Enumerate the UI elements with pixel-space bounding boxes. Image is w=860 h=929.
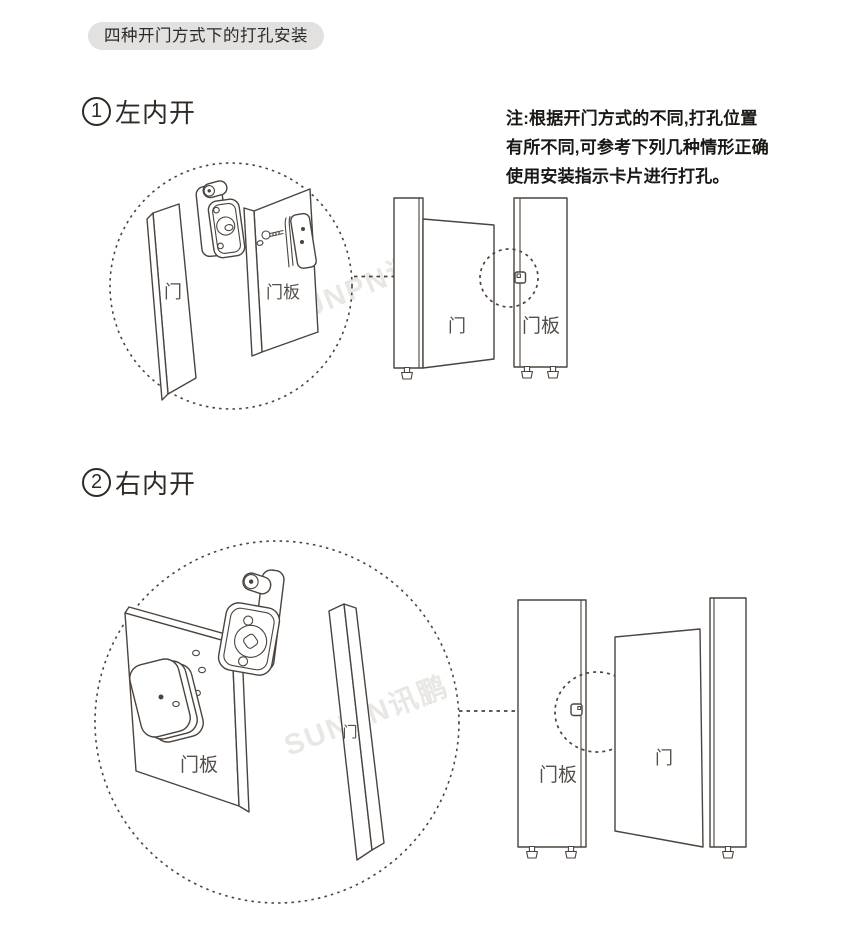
section-1-heading: 1 左内开 <box>82 93 196 130</box>
adjustable-foot <box>565 845 577 859</box>
indicator-card-icon <box>514 271 527 284</box>
section-2-title: 右内开 <box>115 469 197 499</box>
panel-assembly: 门板 <box>479 197 568 379</box>
panel-label: 门板 <box>539 764 577 786</box>
section-1-number-badge: 1 <box>82 97 111 126</box>
lock-latch-assembly <box>195 180 246 259</box>
panel-slab: 门板 <box>124 606 250 813</box>
door-label: 门 <box>448 316 466 336</box>
door-assembly: 门 <box>393 197 495 380</box>
note-line: 使用安装指示卡片进行打孔。 <box>506 167 730 186</box>
section-2-heading: 2 右内开 <box>82 464 196 501</box>
indicator-card-icon <box>570 703 583 717</box>
screw <box>261 229 284 240</box>
note-line: 注:根据开门方式的不同,打孔位置 <box>506 109 758 128</box>
panel-label: 门板 <box>266 283 300 302</box>
section-1-title: 左内开 <box>115 98 197 128</box>
section-2-number-badge: 2 <box>82 468 111 497</box>
drill-position-circle <box>479 248 539 308</box>
panel-label: 门板 <box>180 754 218 776</box>
panel-label: 门板 <box>522 315 560 337</box>
title-pill: 四种开门方式下的打孔安装 <box>88 22 324 50</box>
note-line: 有所不同,可参考下列几种情形正确 <box>506 138 769 157</box>
door-label: 门 <box>655 748 673 768</box>
door-slab: 门 <box>328 603 385 861</box>
door-assembly: 门 <box>614 597 747 859</box>
exploded-view-circle <box>109 162 353 410</box>
lock-latch-assembly <box>217 569 285 676</box>
exploded-view-circle <box>94 540 460 904</box>
lock-body <box>284 212 317 269</box>
adjustable-foot <box>526 845 538 859</box>
diagram-left-inward: SUNPN讯鹏 门 <box>109 162 568 410</box>
panel-slab: 门板 <box>243 188 319 357</box>
diagram-right-inward: SUNPN讯鹏 门板 <box>94 540 747 904</box>
adjustable-foot <box>547 365 559 379</box>
door-label: 门 <box>164 282 182 302</box>
adjustable-foot <box>722 845 734 859</box>
installation-note: 注:根据开门方式的不同,打孔位置 有所不同,可参考下列几种情形正确 使用安装指示… <box>506 104 826 191</box>
door-slab: 门 <box>146 203 197 401</box>
lock-body <box>129 658 204 743</box>
adjustable-foot <box>521 365 533 379</box>
adjustable-foot <box>401 366 413 380</box>
door-label: 门 <box>342 724 357 741</box>
